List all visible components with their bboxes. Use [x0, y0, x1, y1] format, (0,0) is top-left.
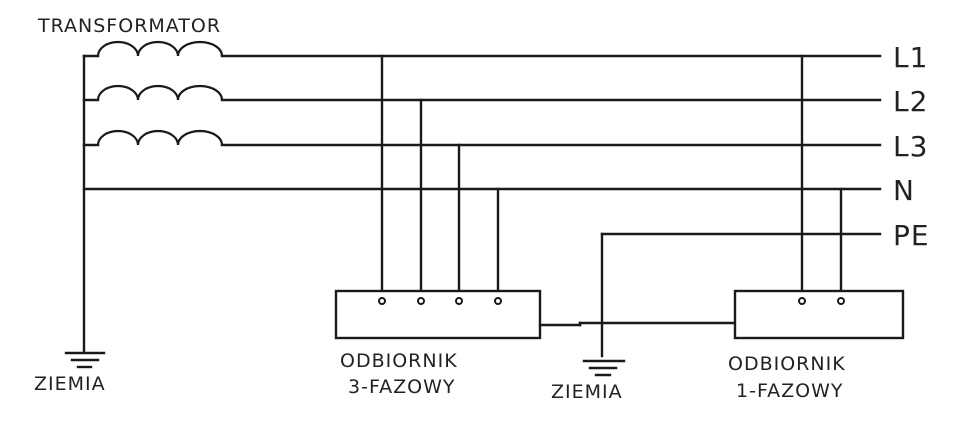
bus-lines: L1 L2 L3 N PE: [82, 41, 930, 252]
load-1-phase-label-line1: ODBIORNIK: [728, 353, 846, 375]
load-3-phase: ODBIORNIK 3-FAZOWY: [334, 54, 542, 398]
ground-icon: [582, 359, 626, 377]
transformer-ground-label: ZIEMIA: [34, 373, 106, 395]
load-1-phase: ODBIORNIK 1-FAZOWY: [728, 54, 905, 402]
terminal-icon: [798, 297, 806, 305]
bus-label-n: N: [893, 174, 915, 207]
load-3-phase-label-line2: 3-FAZOWY: [348, 376, 456, 398]
load-3-phase-label-line1: ODBIORNIK: [340, 350, 458, 372]
bus-label-l2: L2: [893, 85, 928, 118]
transformer: TRANSFORMATOR ZIEMIA: [34, 15, 224, 395]
winding-icon: [82, 129, 224, 147]
load-1-phase-label-line2: 1-FAZOWY: [736, 380, 844, 402]
load-1-phase-box: [733, 289, 905, 340]
winding-icon: [82, 40, 224, 58]
ground-icon: [64, 351, 106, 369]
load-3-phase-box: [334, 289, 542, 340]
bus-label-l3: L3: [893, 130, 928, 163]
bus-label-pe: PE: [893, 219, 930, 252]
transformer-label: TRANSFORMATOR: [37, 15, 221, 37]
bus-label-l1: L1: [893, 41, 928, 74]
winding-icon: [82, 84, 224, 102]
terminal-icon: [417, 297, 425, 305]
terminal-icon: [378, 297, 386, 305]
pe-grounding: ZIEMIA: [538, 232, 738, 403]
terminal-icon: [455, 297, 463, 305]
pe-ground-label: ZIEMIA: [551, 381, 623, 403]
terminal-icon: [837, 297, 845, 305]
terminal-icon: [494, 297, 502, 305]
